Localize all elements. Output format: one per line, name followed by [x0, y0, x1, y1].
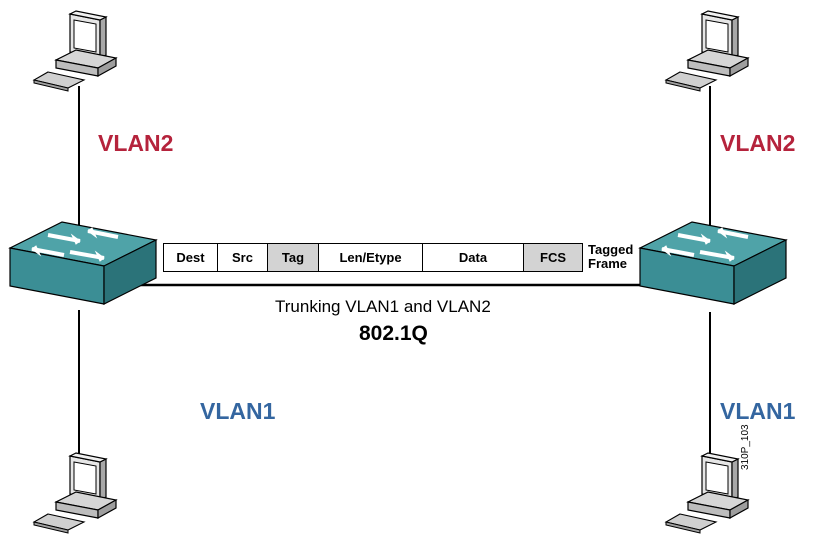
- frame-field-tag: Tag: [268, 244, 319, 271]
- switch-icon: [640, 222, 786, 304]
- computer-icon: [34, 453, 116, 533]
- frame-field-fcs: FCS: [524, 244, 582, 271]
- frame-field-src: Src: [218, 244, 268, 271]
- vlan2-label-right: VLAN2: [720, 130, 795, 157]
- standard-caption: 802.1Q: [359, 322, 428, 346]
- switch-icon: [10, 222, 156, 304]
- frame-field-data: Data: [423, 244, 524, 271]
- tagged-frame-label: Tagged Frame: [588, 243, 633, 271]
- computer-icon: [34, 11, 116, 91]
- vlan1-label-left: VLAN1: [200, 398, 275, 425]
- tagged-frame-label-line2: Frame: [588, 257, 633, 271]
- figure-id: 310P_103: [740, 424, 751, 470]
- frame-field-len-etype: Len/Etype: [319, 244, 423, 271]
- computer-icon: [666, 11, 748, 91]
- tagged-frame-label-line1: Tagged: [588, 243, 633, 257]
- tagged-frame: Dest Src Tag Len/Etype Data FCS: [163, 243, 583, 272]
- vlan2-label-left: VLAN2: [98, 130, 173, 157]
- trunk-caption: Trunking VLAN1 and VLAN2: [275, 297, 491, 317]
- frame-field-dest: Dest: [164, 244, 218, 271]
- vlan1-label-right: VLAN1: [720, 398, 795, 425]
- computer-icon: [666, 453, 748, 533]
